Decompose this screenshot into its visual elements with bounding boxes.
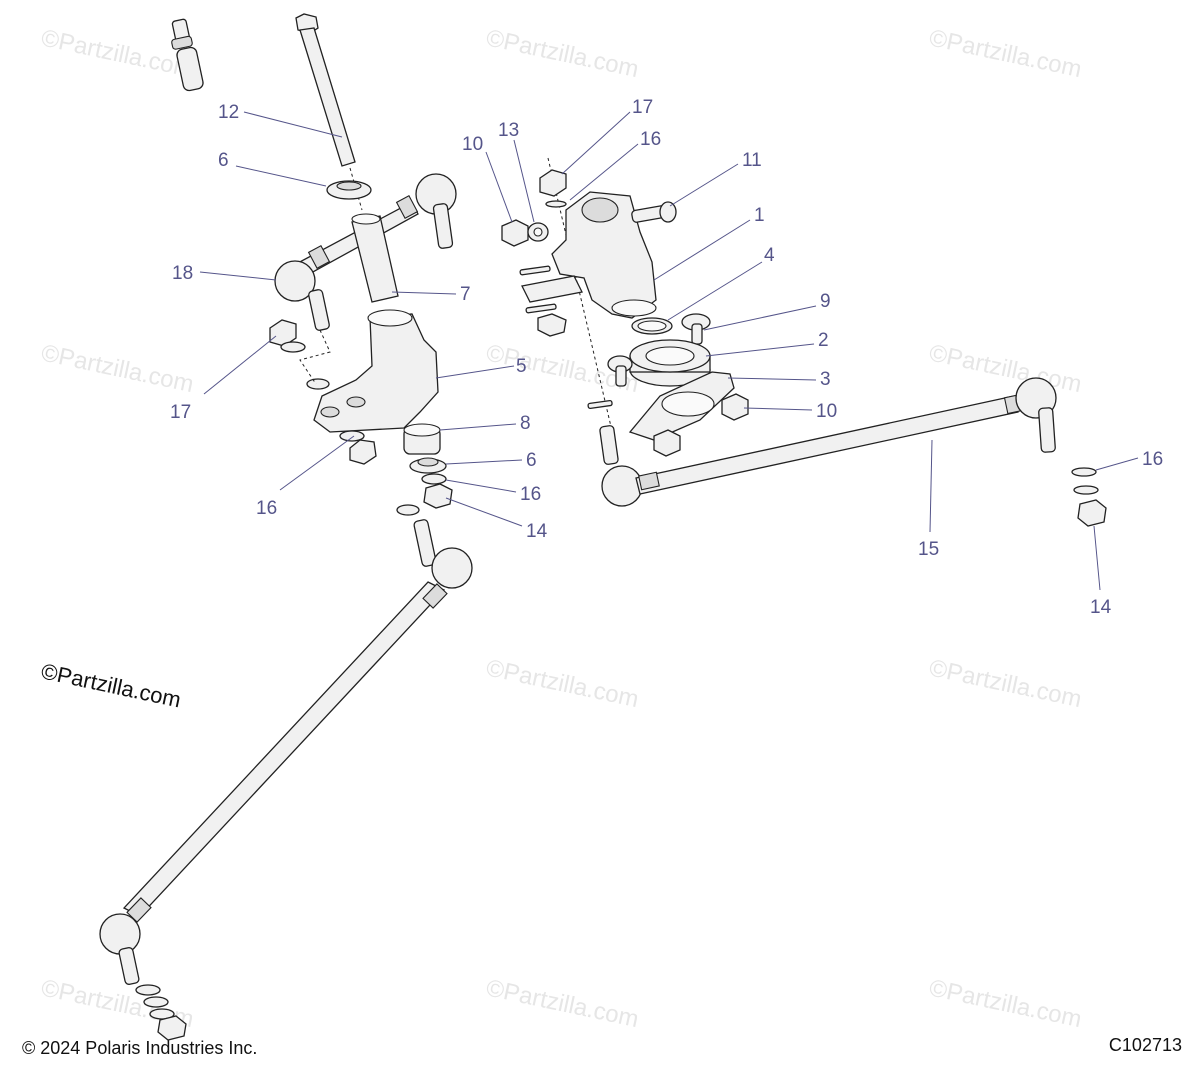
watermark-text: ©Partzilla.com [484, 654, 641, 713]
bolt-part [607, 355, 633, 387]
callout-label: 17 [632, 97, 653, 118]
diagram-code: C102713 [1108, 1035, 1182, 1055]
bearing-part [629, 339, 711, 387]
callout-label: 3 [820, 369, 831, 390]
callout-label: 2 [818, 330, 829, 351]
nut-part [269, 319, 330, 390]
callout-label: 11 [742, 150, 762, 171]
long-tie-rod-part [99, 519, 473, 1041]
callout-label: 16 [256, 498, 277, 519]
nut-part [339, 430, 377, 465]
left-assembly [99, 13, 473, 1041]
top-fitting-part [171, 18, 204, 92]
callout-label: 5 [516, 356, 527, 377]
steering-clamp-part [521, 191, 657, 319]
callout-label: 13 [498, 120, 519, 141]
callout-label: 10 [816, 401, 837, 422]
washer-part [409, 457, 447, 474]
nut-part [539, 169, 567, 208]
spacer-tube-part [351, 213, 399, 303]
callout-label: 17 [170, 402, 191, 423]
dashed-guide [299, 329, 331, 385]
nut-part [721, 393, 749, 421]
nut-part [501, 219, 549, 247]
bolt-part [631, 201, 677, 223]
watermark-text: ©Partzilla.com [927, 974, 1084, 1033]
watermark-text: ©Partzilla.com [927, 24, 1084, 83]
pitman-arm-part [313, 309, 439, 433]
pin-part [519, 265, 613, 410]
watermark-text: ©Partzilla.com [39, 24, 196, 83]
washer-part [326, 180, 372, 200]
callout-label: 12 [218, 102, 239, 123]
watermark-text: ©Partzilla.com [484, 974, 641, 1033]
callout-label: 6 [218, 150, 229, 171]
long-tie-rod-part [599, 377, 1057, 507]
callout-label: 6 [526, 450, 537, 471]
callout-label: 1 [754, 205, 765, 226]
callout-label: 4 [764, 245, 775, 266]
nut-part [653, 429, 681, 457]
flange-plate-part [628, 371, 735, 441]
callout-label: 7 [460, 284, 471, 305]
callout-label: 9 [820, 291, 831, 312]
callout-label: 16 [520, 484, 541, 505]
watermark-text: ©Partzilla.com [927, 339, 1084, 398]
watermark-text: ©Partzilla.com [484, 24, 641, 83]
bushing-part [403, 423, 441, 455]
main-watermark: ©Partzilla.com [39, 658, 183, 712]
callout-label: 14 [526, 521, 548, 542]
right-assembly [501, 157, 1107, 527]
watermark-text: ©Partzilla.com [39, 339, 196, 398]
watermark-text: ©Partzilla.com [927, 654, 1084, 713]
nut-part [1071, 467, 1107, 527]
callout-layer: 12 6 18 7 17 5 16 8 6 16 14 10 13 17 16 … [170, 97, 1163, 618]
snap-ring-inner [637, 320, 667, 332]
callout-label: 15 [918, 539, 939, 560]
washer-part [421, 473, 447, 485]
nut-part [396, 483, 453, 516]
copyright-text: © 2024 Polaris Industries Inc. [22, 1038, 258, 1058]
callout-label: 8 [520, 413, 531, 434]
callout-label: 14 [1090, 597, 1112, 618]
bolt-part [681, 313, 711, 345]
callout-label: 16 [640, 129, 661, 150]
callout-label: 16 [1142, 449, 1163, 470]
long-bolt-part [295, 13, 363, 211]
callout-label: 10 [462, 134, 483, 155]
callout-label: 18 [172, 263, 193, 284]
